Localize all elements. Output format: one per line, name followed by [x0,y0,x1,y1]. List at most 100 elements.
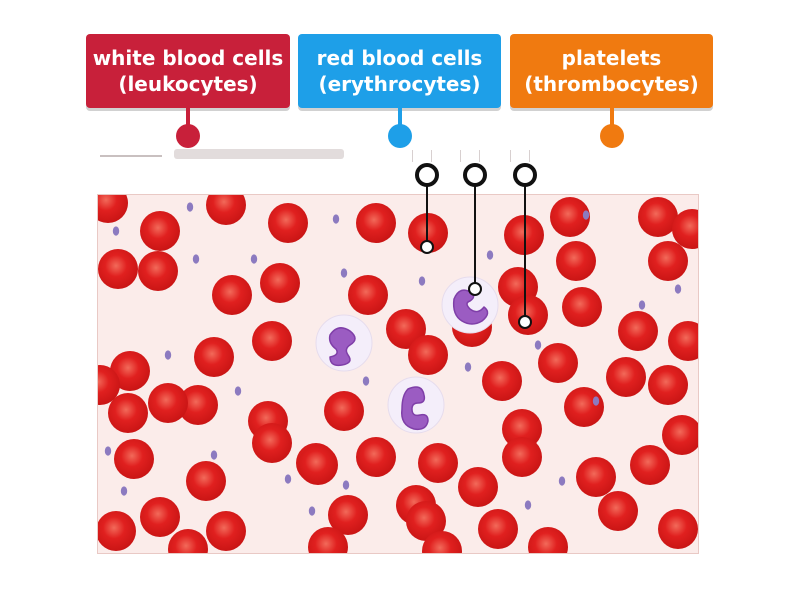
red-blood-cell [550,197,590,237]
label-platelets-line1: platelets [561,46,662,70]
red-blood-cell [138,251,178,291]
red-blood-cell [672,209,698,249]
platelet [308,506,316,516]
red-blood-cell [356,203,396,243]
red-blood-cell [422,531,462,553]
red-blood-cell [406,501,446,541]
platelet [592,396,600,406]
platelet [362,376,370,386]
label-red-blood-cells-stem [398,106,402,128]
platelet [534,340,542,350]
red-blood-cell [98,249,138,289]
platelet [486,250,494,260]
red-blood-cell [418,443,458,483]
label-red-blood-cells-line2: (erythrocytes) [318,72,481,96]
red-blood-cell [556,241,596,281]
platelet [342,480,350,490]
pin-end-rbc [420,240,434,254]
label-platelets-line2: (thrombocytes) [524,72,699,96]
leader-line-platelet [524,176,526,320]
red-blood-cell [108,393,148,433]
red-blood-cell [356,437,396,477]
platelet [340,268,348,278]
platelet [582,210,590,220]
red-blood-cell [408,213,448,253]
red-blood-cell [348,275,388,315]
label-platelets-stem [610,106,614,128]
red-blood-cell [598,491,638,531]
label-white-blood-cells-line1: white blood cells [92,46,284,70]
drop-target-platelet[interactable] [513,163,537,187]
leader-line-rbc [426,176,428,246]
label-red-blood-cells[interactable]: red blood cells (erythrocytes) [298,34,501,108]
leader-line-wbc [474,176,476,286]
red-blood-cell [186,461,226,501]
drop-target-rbc[interactable] [415,163,439,187]
red-blood-cell [260,263,300,303]
red-blood-cell [662,415,698,455]
platelet [112,226,120,236]
label-platelets-drag-handle[interactable] [600,124,624,148]
platelet [192,254,200,264]
red-blood-cell [140,497,180,537]
platelet [186,202,194,212]
red-blood-cell [308,527,348,553]
red-blood-cell [98,365,120,405]
label-platelets[interactable]: platelets (thrombocytes) [510,34,713,108]
red-blood-cell [206,511,246,551]
white-blood-cell [315,314,373,372]
red-blood-cell [140,211,180,251]
platelet [120,486,128,496]
label-red-blood-cells-line1: red blood cells [316,46,483,70]
red-blood-cell [252,423,292,463]
label-white-blood-cells-line2: (leukocytes) [118,72,258,96]
blood-smear-illustration [97,194,699,554]
faded-caption [100,146,560,162]
platelet [284,474,292,484]
platelet [210,450,218,460]
red-blood-cell [110,351,150,391]
pin-end-platelet [518,315,532,329]
red-blood-cell [478,509,518,549]
red-blood-cell [178,385,218,425]
red-blood-cell [618,311,658,351]
red-blood-cell [648,365,688,405]
drop-target-wbc[interactable] [463,163,487,187]
red-blood-cell [630,445,670,485]
platelet [104,446,112,456]
label-white-blood-cells[interactable]: white blood cells (leukocytes) [86,34,290,108]
red-blood-cell [458,467,498,507]
red-blood-cell [324,391,364,431]
red-blood-cell [668,321,698,361]
platelet [674,284,682,294]
red-blood-cell [268,203,308,243]
platelet [164,350,172,360]
red-blood-cell [638,197,678,237]
red-blood-cell [98,195,128,223]
red-blood-cell [528,527,568,553]
red-blood-cell [482,361,522,401]
red-blood-cell [328,495,368,535]
red-blood-cell [658,509,698,549]
platelet [638,300,646,310]
red-blood-cell [206,195,246,225]
red-blood-cell [502,437,542,477]
white-blood-cell [387,376,445,434]
red-blood-cell [576,457,616,497]
red-blood-cell [194,337,234,377]
platelet [332,214,340,224]
label-red-blood-cells-drag-handle[interactable] [388,124,412,148]
platelet [524,500,532,510]
red-blood-cell [606,357,646,397]
label-white-blood-cells-stem [186,106,190,128]
pin-end-wbc [468,282,482,296]
red-blood-cell [98,511,136,551]
red-blood-cell [562,287,602,327]
red-blood-cell [212,275,252,315]
red-blood-cell [648,241,688,281]
platelet [234,386,242,396]
red-blood-cell [168,529,208,553]
label-white-blood-cells-drag-handle[interactable] [176,124,200,148]
red-blood-cell [408,335,448,375]
blood-smear-svg [98,195,698,553]
